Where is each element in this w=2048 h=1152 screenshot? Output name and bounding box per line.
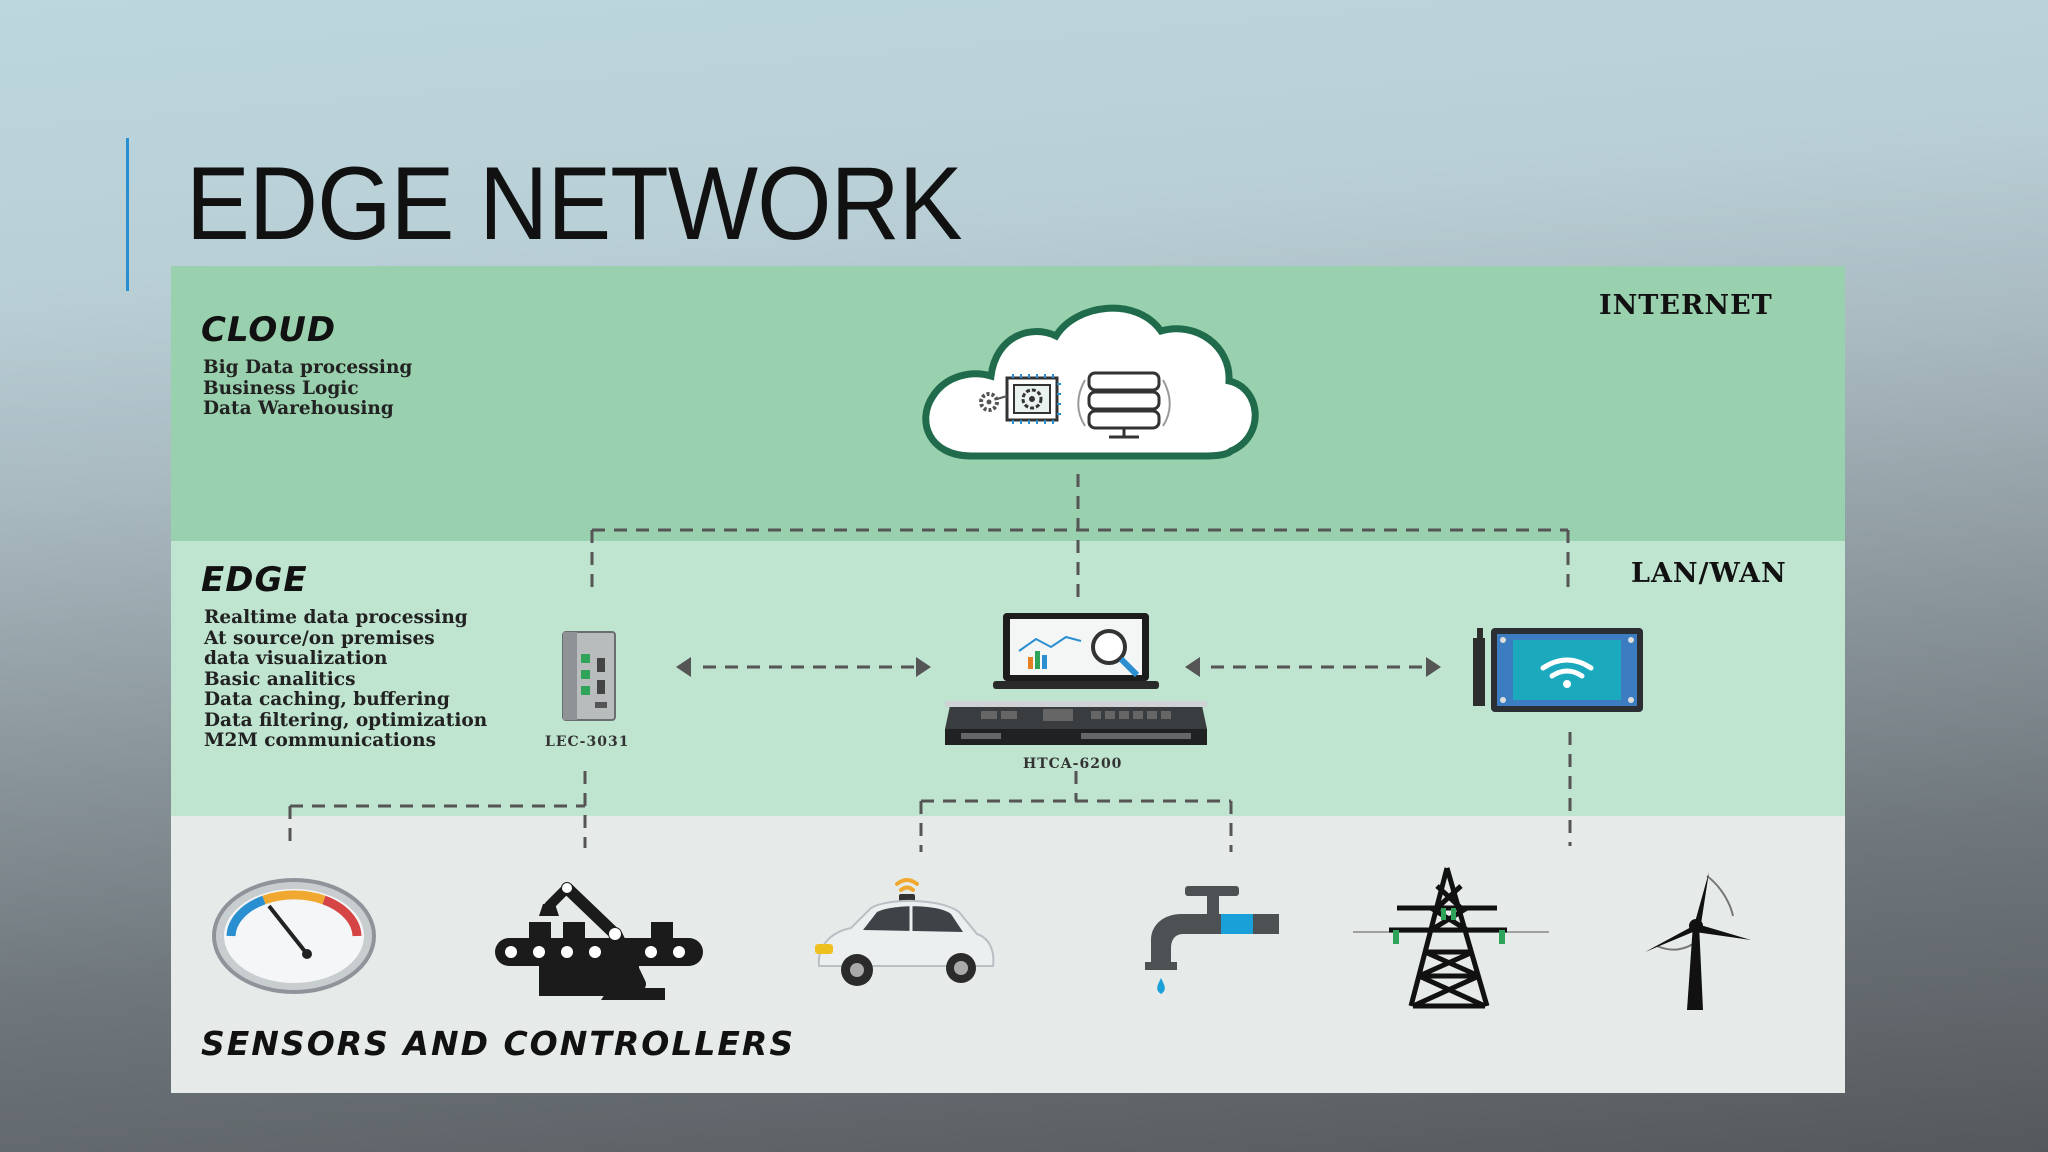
server-label: HTCA-6200 xyxy=(1023,756,1123,772)
internet-label: INTERNET xyxy=(1599,290,1773,321)
wind-turbine-icon xyxy=(1645,872,1751,1010)
controller-label: LEC-3031 xyxy=(545,734,630,750)
lan-wan-label: LAN/WAN xyxy=(1631,558,1787,589)
edge-feature: Data filtering, optimization xyxy=(204,709,488,731)
gauge-icon xyxy=(212,878,376,994)
edge-feature: M2M communications xyxy=(204,730,436,751)
sensors-band xyxy=(171,816,1845,1093)
self-driving-car-icon xyxy=(815,878,995,986)
wifi-panel-icon xyxy=(1473,628,1643,712)
arrow-left-2 xyxy=(1185,657,1200,677)
cloud-icon xyxy=(922,304,1259,460)
water-tap-icon xyxy=(1145,886,1279,994)
power-pylon-icon xyxy=(1353,867,1549,1009)
processor-chip-icon xyxy=(979,374,1061,424)
cloud-feature: Data Warehousing xyxy=(203,398,394,419)
edge-feature: Realtime data processing xyxy=(204,607,468,628)
edge-feature: At source/on premises xyxy=(204,627,435,649)
edge-network-diagram: CLOUD Big Data processing Business Logic… xyxy=(171,266,1845,1093)
slide-title: EDGE NETWORK xyxy=(186,146,963,262)
arrow-right-1 xyxy=(916,657,931,677)
edge-feature-list: Realtime data processing At source/on pr… xyxy=(204,607,488,752)
edge-section-title: EDGE xyxy=(201,560,308,600)
arrow-left-1 xyxy=(676,657,691,677)
edge-feature: Data caching, buffering xyxy=(204,689,450,710)
industrial-controller-icon xyxy=(562,631,616,721)
edge-feature: data visualization xyxy=(204,648,388,669)
network-connectors xyxy=(288,474,1572,852)
cloud-feature: Big Data processing xyxy=(203,357,413,378)
server-with-laptop-icon xyxy=(945,613,1207,745)
cloud-feature: Business Logic xyxy=(203,377,359,399)
cloud-feature-list: Big Data processing Business Logic Data … xyxy=(203,357,413,420)
cloud-section-title: CLOUD xyxy=(201,310,337,350)
arrow-right-2 xyxy=(1426,657,1441,677)
robot-arm-conveyor-icon xyxy=(495,882,703,1000)
edge-feature: Basic analitics xyxy=(204,668,356,690)
sensors-section-title: SENSORS AND CONTROLLERS xyxy=(201,1024,796,1063)
database-server-icon xyxy=(1077,371,1171,439)
title-accent-bar xyxy=(126,138,129,291)
